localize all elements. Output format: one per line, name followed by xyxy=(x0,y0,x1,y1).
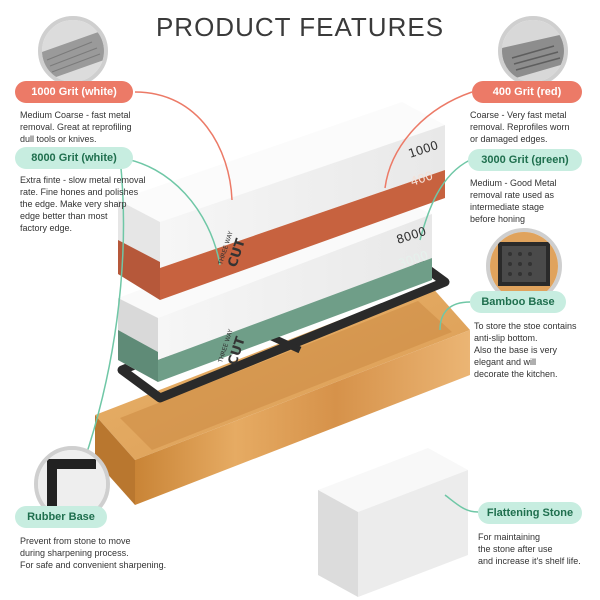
stone-texture-icon xyxy=(42,20,104,82)
bamboo-texture-icon xyxy=(490,232,558,300)
desc-line: decorate the kitchen. xyxy=(474,369,558,379)
desc-line: Medium - Good Metal xyxy=(470,178,557,188)
desc-line: Also the base is very xyxy=(474,345,558,355)
closeup-400-circle xyxy=(498,16,568,86)
bamboo-base-pill: Bamboo Base xyxy=(470,291,566,313)
grit-400-desc: Coarse - Very fast metal removal. Reprof… xyxy=(470,109,595,145)
page-title: PRODUCT FEATURES xyxy=(155,12,445,42)
flattening-stone-pill: Flattening Stone xyxy=(478,502,582,524)
rubber-base-desc: Prevent from stone to move during sharpe… xyxy=(20,535,190,571)
desc-line: anti-slip bottom. xyxy=(474,333,538,343)
grit-8000-pill: 8000 Grit (white) xyxy=(15,147,133,169)
desc-line: Medium Coarse - fast metal xyxy=(20,110,131,120)
desc-line: dull tools or knives. xyxy=(20,134,97,144)
bamboo-base xyxy=(95,285,470,505)
desc-line: rate. Fine hones and polishes xyxy=(20,187,139,197)
desc-line: edge better than most xyxy=(20,211,108,221)
desc-line: removal rate used as xyxy=(470,190,555,200)
desc-line: the stone after use xyxy=(478,544,553,554)
desc-line: during sharpening process. xyxy=(20,548,129,558)
grit-1000-pill: 1000 Grit (white) xyxy=(15,81,133,103)
desc-line: For maintaining xyxy=(478,532,541,542)
desc-line: factory edge. xyxy=(20,223,73,233)
desc-line: the edge. Make very sharp xyxy=(20,199,127,209)
desc-line: Coarse - Very fast metal xyxy=(470,110,567,120)
desc-line: or damaged edges. xyxy=(470,134,548,144)
desc-line: removal. Reprofiles worn xyxy=(470,122,570,132)
grit-3000-desc: Medium - Good Metal removal rate used as… xyxy=(470,177,595,225)
stone-1000-400 xyxy=(118,102,445,300)
desc-line: Extra finte - slow metal removal xyxy=(20,175,146,185)
bamboo-base-desc: To store the stoe contains anti-slip bot… xyxy=(474,320,596,380)
rubber-base-pill: Rubber Base xyxy=(15,506,107,528)
stone-texture-icon xyxy=(502,20,564,82)
desc-line: For safe and convenient sharpening. xyxy=(20,560,167,570)
flattening-stone-desc: For maintaining the stone after use and … xyxy=(478,531,596,567)
grit-1000-desc: Medium Coarse - fast metal removal. Grea… xyxy=(20,109,150,145)
desc-line: elegant and will xyxy=(474,357,537,367)
desc-line: intermediate stage xyxy=(470,202,545,212)
closeup-1000-circle xyxy=(38,16,108,86)
flattening-stone xyxy=(318,448,468,597)
grit-3000-pill: 3000 Grit (green) xyxy=(468,149,582,171)
desc-line: removal. Great at reprofiling xyxy=(20,122,132,132)
desc-line: before honing xyxy=(470,214,526,224)
desc-line: To store the stoe contains xyxy=(474,321,577,331)
grit-8000-desc: Extra finte - slow metal removal rate. F… xyxy=(20,174,155,234)
desc-line: and increase it's shelf life. xyxy=(478,556,581,566)
grit-label-400: 400 xyxy=(409,168,435,188)
desc-line: Prevent from stone to move xyxy=(20,536,131,546)
grit-400-pill: 400 Grit (red) xyxy=(472,81,582,103)
